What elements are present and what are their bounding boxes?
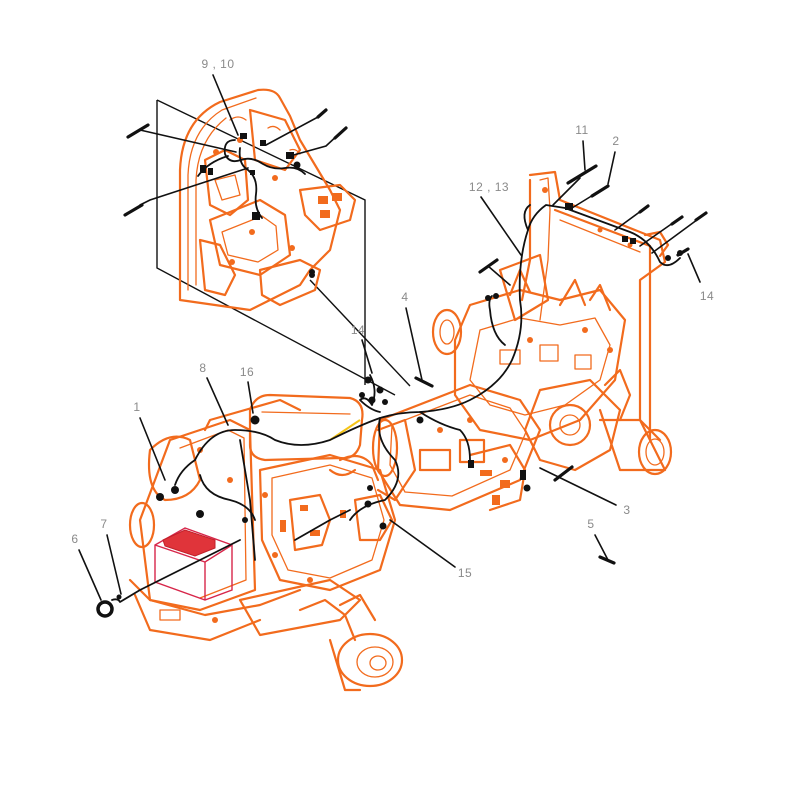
rear-frame-and-axle [431,170,673,476]
callout-7: 7 [100,517,108,531]
callout-1: 1 [133,400,141,414]
callout-12-13: 12 , 13 [468,180,510,194]
dashboard-inset [123,74,411,396]
callout-15: 15 [457,566,473,580]
callout-16: 16 [239,365,255,379]
leader-lines [78,140,708,601]
callout-5: 5 [587,517,595,531]
callout-8: 8 [199,361,207,375]
transmission [371,383,542,512]
callout-14-right: 14 [699,289,715,303]
wiring-harness [96,203,683,618]
callout-6: 6 [71,532,79,546]
callout-4: 4 [401,290,409,304]
engine-and-front-axle [128,393,417,692]
callout-9-10: 9 , 10 [201,57,235,71]
callout-3: 3 [623,503,631,517]
callout-14-center: 14 [350,323,366,337]
callout-11: 11 [575,123,589,137]
callout-2: 2 [612,134,620,148]
